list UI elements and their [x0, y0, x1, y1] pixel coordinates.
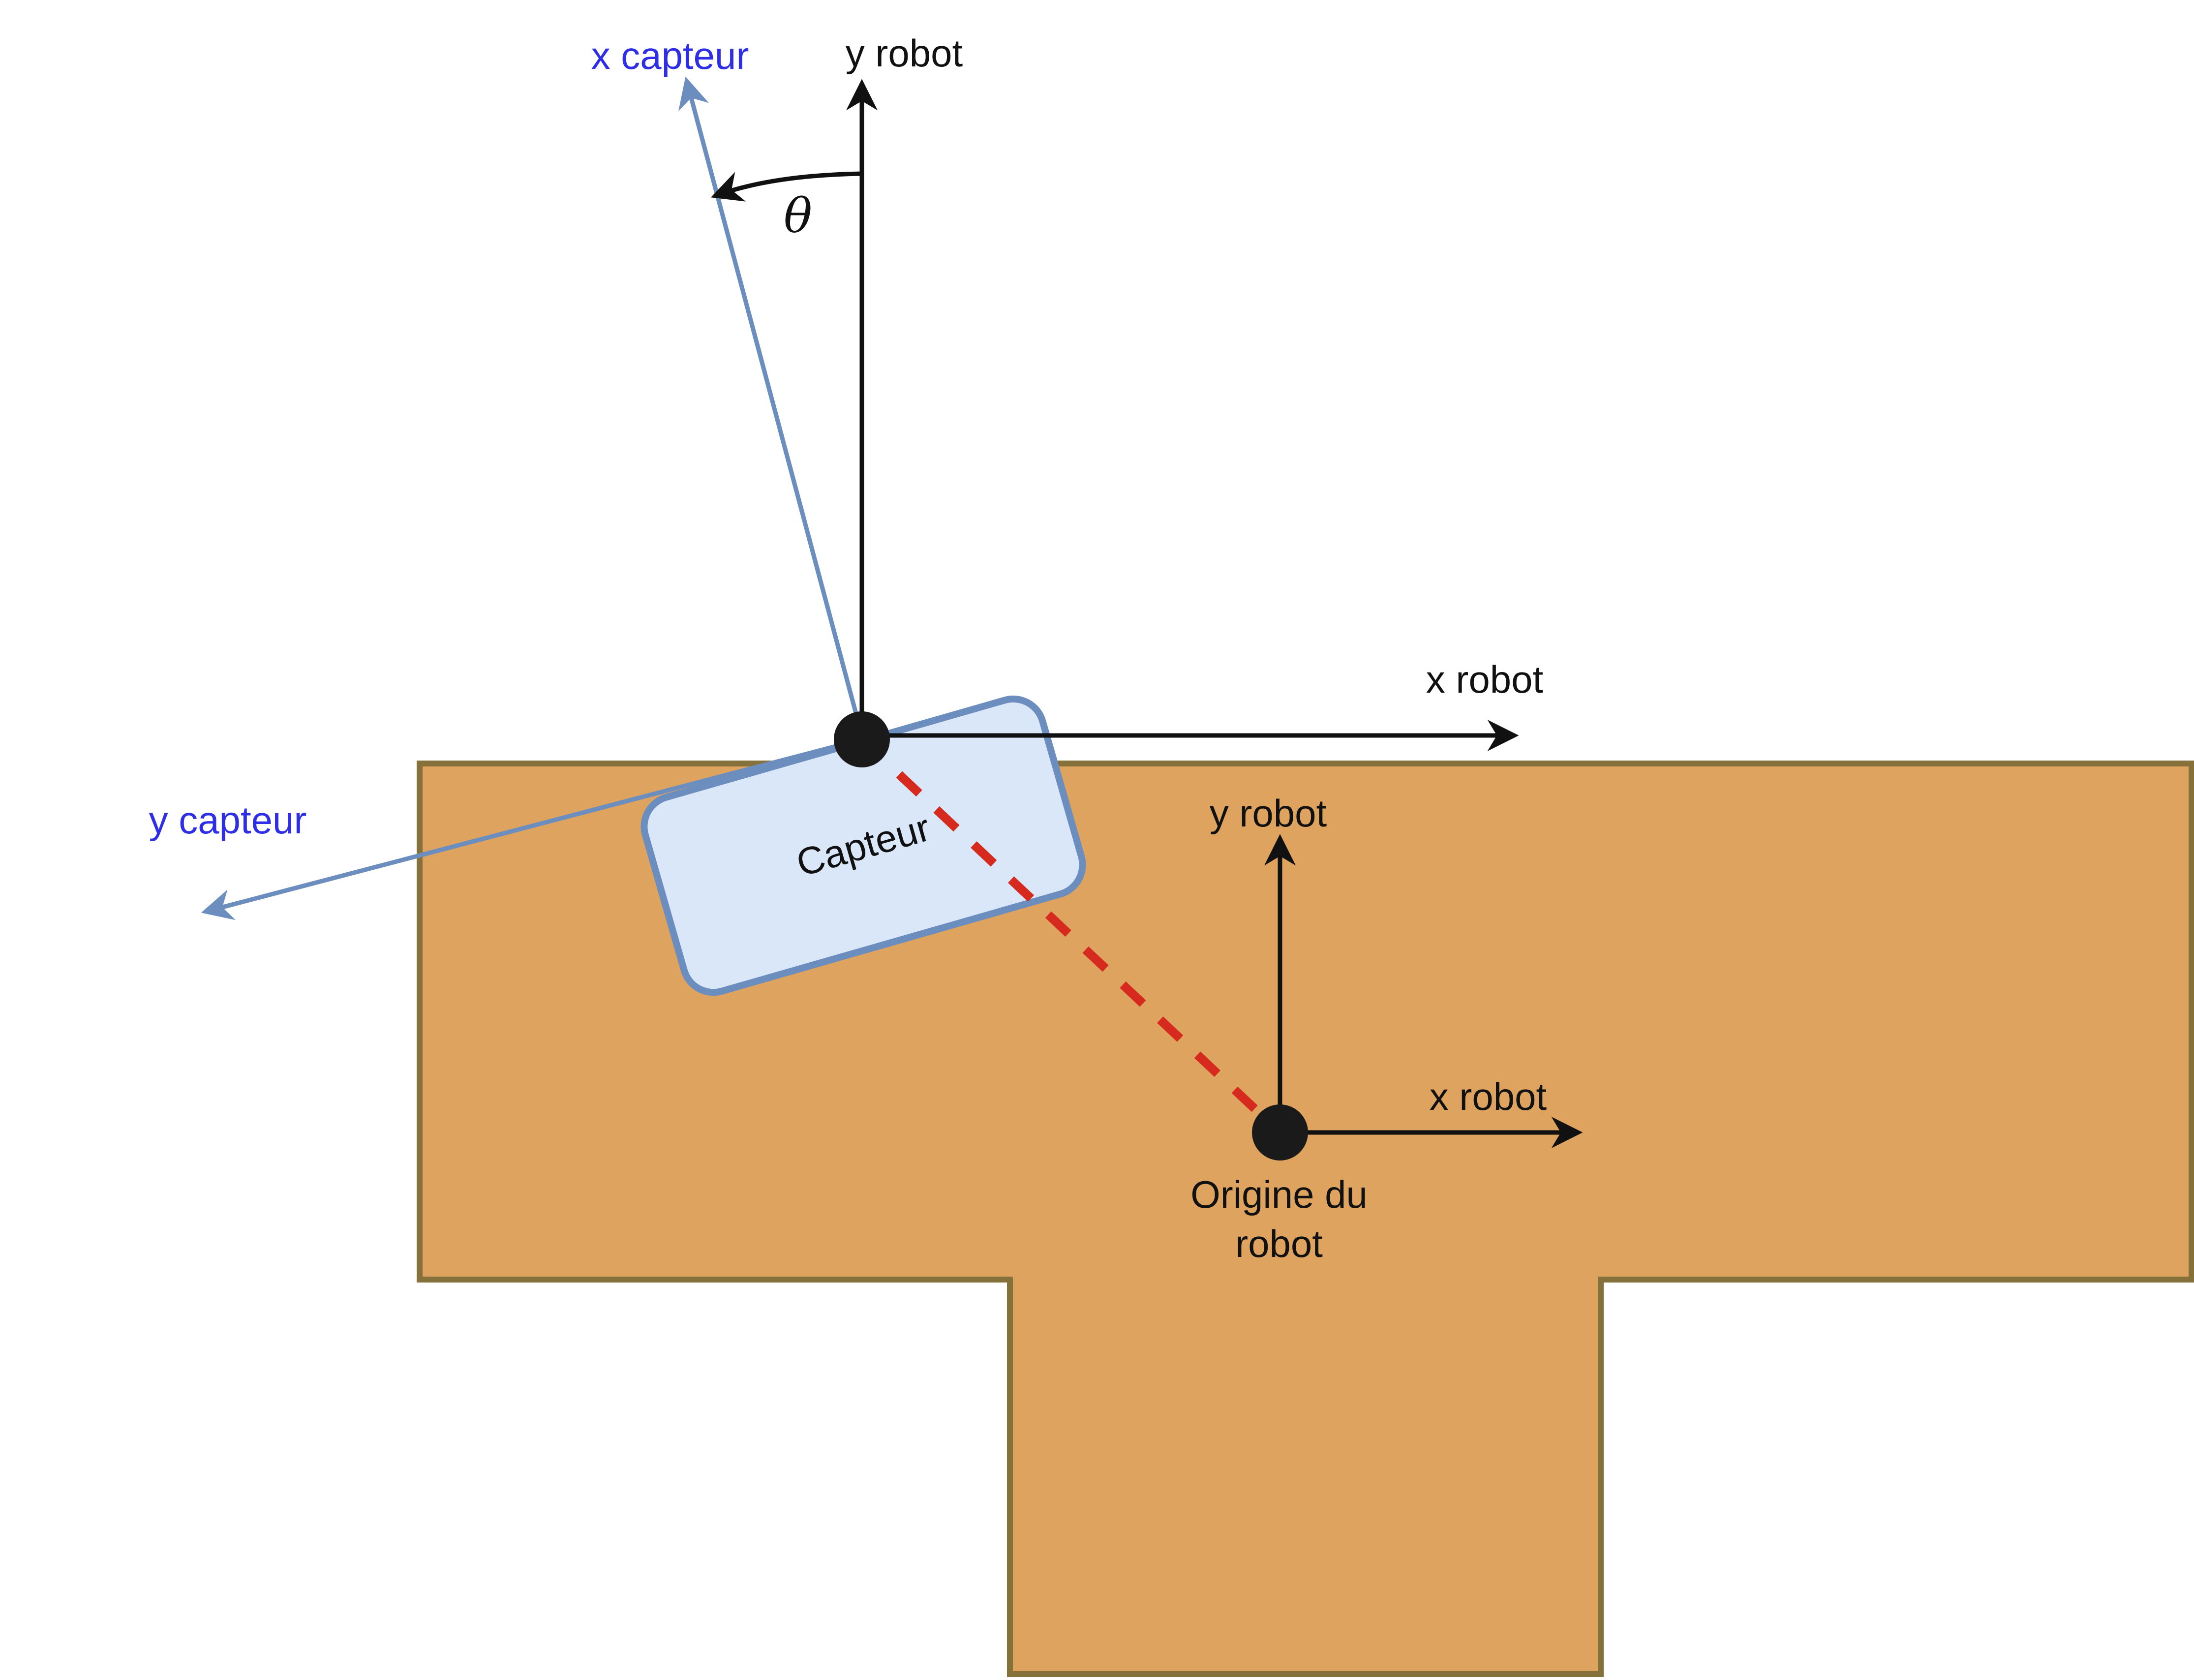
sensor-y-axis-label: y capteur: [149, 798, 307, 842]
sensor-y-axis: [201, 737, 863, 920]
theta-angle-arc: [710, 171, 862, 202]
robot-x-axis-label-top: x robot: [1426, 658, 1544, 701]
robot-body: [417, 761, 2194, 1677]
robot-x-axis-label-origin: x robot: [1430, 1075, 1547, 1118]
robot-y-axis-label-origin: y robot: [1210, 792, 1327, 835]
sensor-offset-line: [858, 736, 1283, 1136]
robot-origin-label-line1: Origine du: [1190, 1173, 1368, 1216]
sensor-origin-point: [834, 711, 890, 767]
robot-y-axis-label-top: y robot: [846, 31, 963, 75]
sensor-x-axis-label: x capteur: [591, 34, 749, 77]
robot-origin-label-line2: robot: [1235, 1222, 1323, 1265]
theta-label: θ: [784, 188, 812, 244]
robot-origin-point: [1252, 1104, 1308, 1161]
